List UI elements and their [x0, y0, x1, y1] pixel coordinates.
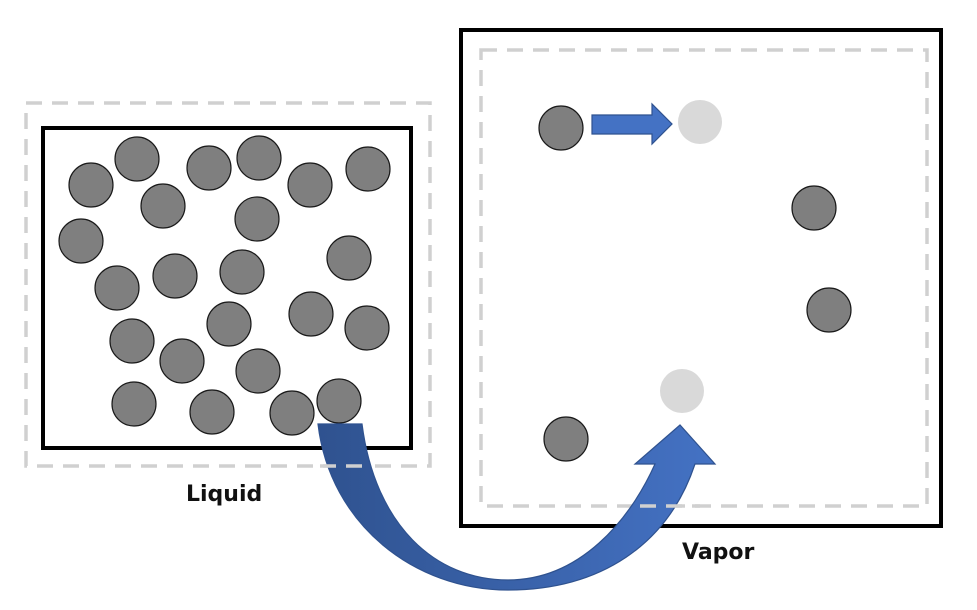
liquid-molecules	[58, 135, 391, 436]
liquid-molecule	[287, 162, 333, 208]
liquid-molecule	[206, 301, 252, 347]
liquid-molecule	[219, 249, 265, 295]
liquid-molecule	[269, 390, 315, 436]
liquid-container	[24, 101, 432, 468]
liquid-molecule	[114, 136, 160, 182]
liquid-molecule	[344, 305, 390, 351]
liquid-label: Liquid	[186, 482, 263, 507]
vapor-container	[459, 28, 943, 528]
vapor-label: Vapor	[682, 540, 755, 565]
evaporation-arrow	[317, 423, 717, 591]
vapor-molecule	[791, 185, 837, 231]
vapor-molecule	[543, 416, 589, 462]
liquid-molecule	[140, 183, 186, 229]
liquid-molecule	[109, 318, 155, 364]
liquid-molecule	[68, 162, 114, 208]
liquid-molecule	[234, 196, 280, 242]
liquid-molecule	[152, 253, 198, 299]
liquid-molecule	[345, 146, 391, 192]
liquid-molecule	[326, 235, 372, 281]
vapor-molecule	[806, 287, 852, 333]
vapor-molecule	[538, 105, 584, 151]
liquid-molecule	[189, 389, 235, 435]
liquid-molecule	[316, 378, 362, 424]
liquid-molecule	[236, 135, 282, 181]
ghost-molecule	[678, 100, 722, 144]
liquid-dashed-boundary	[24, 101, 432, 468]
liquid-molecule	[288, 291, 334, 337]
liquid-molecule	[186, 145, 232, 191]
vapor-dashed-boundary	[479, 48, 929, 508]
vapor-molecules	[538, 100, 852, 462]
liquid-molecule	[235, 348, 281, 394]
ghost-molecule	[660, 369, 704, 413]
liquid-molecule	[94, 265, 140, 311]
motion-arrow	[591, 102, 673, 146]
liquid-molecule	[159, 338, 205, 384]
liquid-molecule	[58, 218, 104, 264]
liquid-molecule	[111, 381, 157, 427]
